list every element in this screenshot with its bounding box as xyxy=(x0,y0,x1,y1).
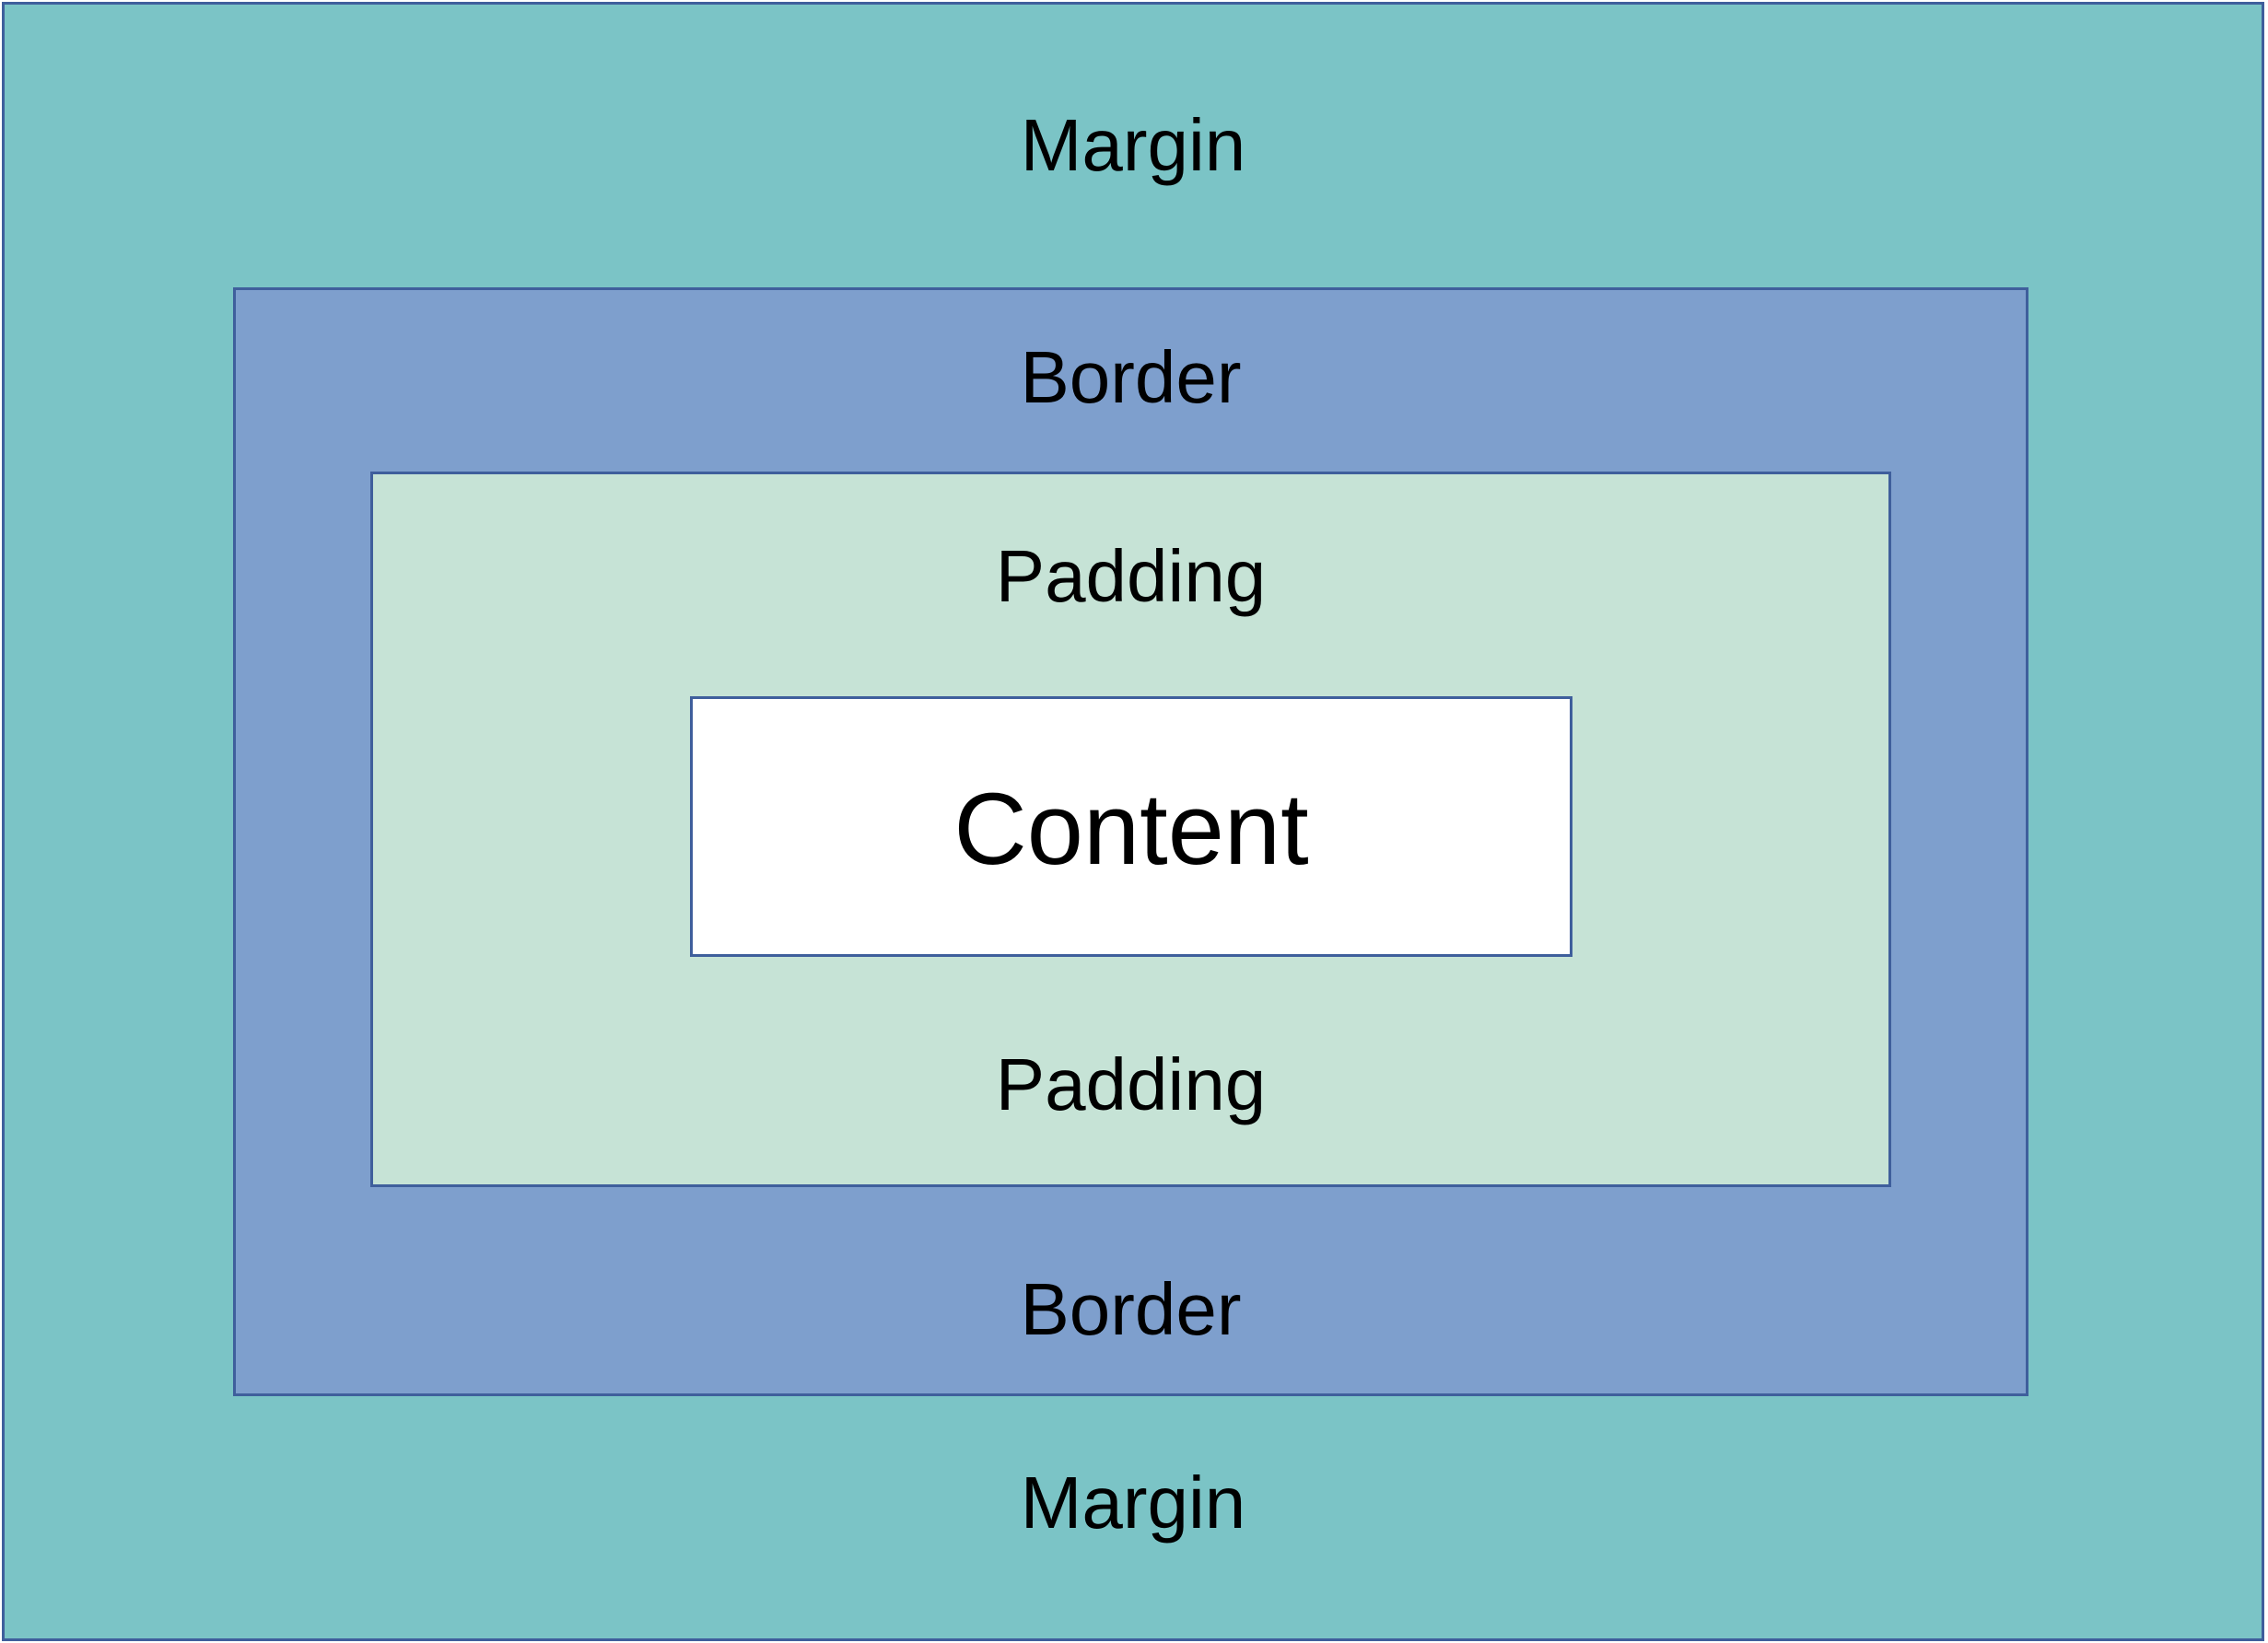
padding-box: Padding Padding xyxy=(370,472,1891,1187)
content-box: Content xyxy=(690,696,1572,957)
content-label: Content xyxy=(953,773,1309,886)
margin-top-label: Margin xyxy=(1020,104,1246,186)
padding-top-label: Padding xyxy=(995,535,1267,617)
padding-bottom-label: Padding xyxy=(995,1043,1267,1125)
border-bottom-label: Border xyxy=(1020,1268,1242,1350)
border-top-label: Border xyxy=(1020,336,1242,418)
margin-bottom-label: Margin xyxy=(1020,1462,1246,1544)
